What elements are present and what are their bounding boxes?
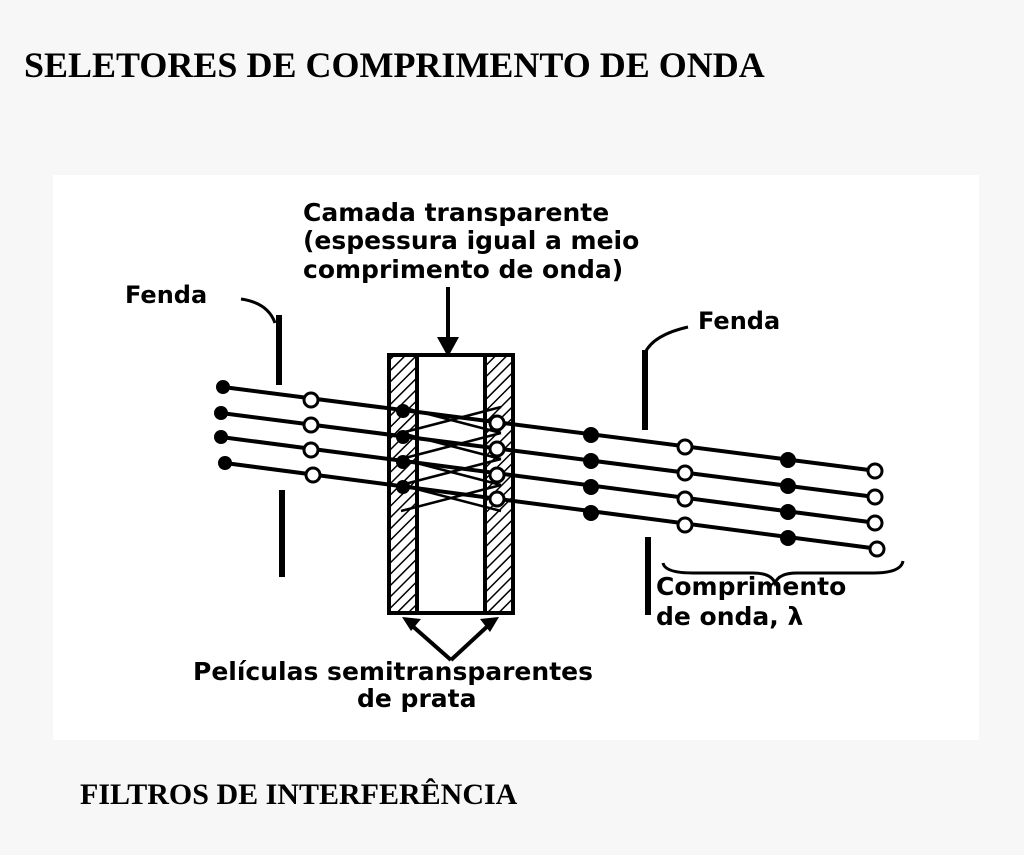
transparent-layer <box>415 353 487 615</box>
light-rays <box>220 385 880 551</box>
open-wave-dots <box>302 391 886 558</box>
interference-filter-diagram: Camada transparente (espessura igual a m… <box>53 175 979 740</box>
left-slit-pointer <box>240 297 277 324</box>
slide-title: SELETORES DE COMPRIMENTO DE ONDA <box>24 45 765 85</box>
films-label-line1: Películas semitransparentes <box>193 657 593 686</box>
figure-caption: FILTROS DE INTERFERÊNCIA <box>80 778 518 811</box>
film-arrow-left <box>407 621 453 662</box>
right-slit-label: Fenda <box>698 307 780 335</box>
right-slit-pointer <box>643 325 689 354</box>
layer-label-line3: comprimento de onda) <box>303 255 623 284</box>
layer-arrowhead <box>437 337 459 357</box>
wavelength-label-line1: Comprimento <box>656 572 846 601</box>
filled-wave-dots <box>214 380 796 546</box>
film-arrow-right <box>449 621 493 662</box>
layer-label-line2: (espessura igual a meio <box>303 226 639 255</box>
layer-label-line1: Camada transparente <box>303 198 609 227</box>
wavelength-label-line2: de onda, λ <box>656 602 803 631</box>
left-slit-label: Fenda <box>125 281 207 309</box>
film-arrowhead-left <box>402 617 421 631</box>
films-label-line2: de prata <box>357 684 476 713</box>
wavelength-brace <box>661 560 905 588</box>
film-arrowhead-right <box>480 617 499 632</box>
diagram-svg: Camada transparente (espessura igual a m… <box>125 198 905 713</box>
